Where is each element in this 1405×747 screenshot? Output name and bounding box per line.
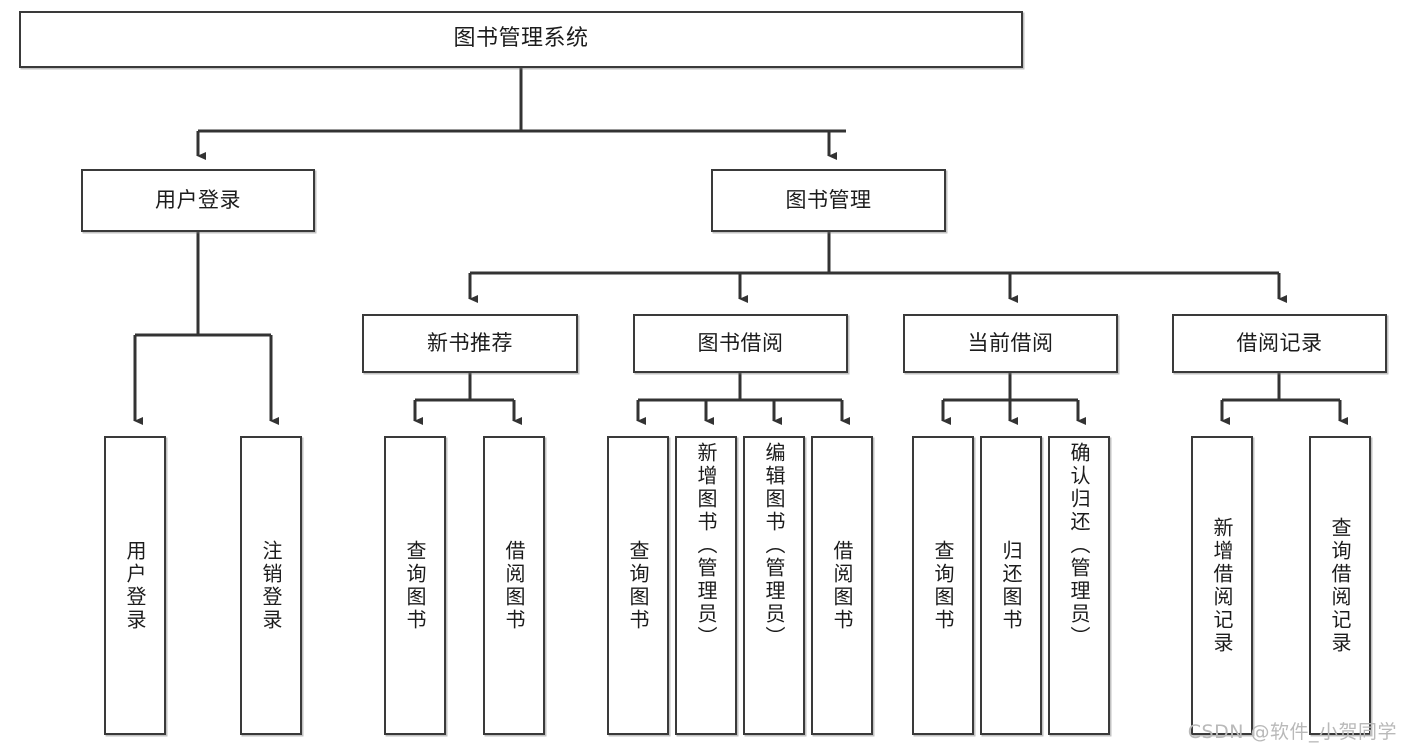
node-label: 图书管理系统	[453, 26, 589, 52]
node-label: 注销登录	[259, 539, 283, 632]
node-book-manage[interactable]: 图书管理	[711, 169, 946, 232]
node-label: 新增借阅记录	[1210, 516, 1234, 655]
node-label: 新书推荐	[427, 330, 513, 355]
leaf-return-book[interactable]: 归还图书	[980, 436, 1042, 735]
node-book-borrow[interactable]: 图书借阅	[633, 314, 848, 373]
node-new-book-recommend[interactable]: 新书推荐	[362, 314, 578, 373]
node-label: 归还图书	[999, 539, 1023, 632]
node-label: 新增图书（管理员）	[694, 442, 718, 649]
node-borrow-record[interactable]: 借阅记录	[1172, 314, 1387, 373]
node-label: 当前借阅	[967, 330, 1054, 355]
node-label: 查询图书	[403, 539, 427, 632]
node-label: 查询图书	[626, 539, 650, 632]
node-label: 编辑图书（管理员）	[762, 442, 786, 649]
leaf-query-book-borrow[interactable]: 查询图书	[607, 436, 669, 735]
node-label: 图书借阅	[697, 330, 784, 355]
node-label: 借阅记录	[1236, 330, 1323, 355]
node-label: 查询借阅记录	[1328, 516, 1352, 655]
node-root-system[interactable]: 图书管理系统	[19, 11, 1023, 68]
leaf-confirm-return[interactable]: 确认归还（管理员）	[1048, 436, 1110, 735]
node-label: 借阅图书	[830, 539, 854, 632]
leaf-add-borrow-record[interactable]: 新增借阅记录	[1191, 436, 1253, 735]
leaf-query-book-recommend[interactable]: 查询图书	[384, 436, 446, 735]
leaf-user-logout[interactable]: 注销登录	[240, 436, 302, 735]
leaf-user-login[interactable]: 用户登录	[104, 436, 166, 735]
node-label: 借阅图书	[502, 539, 526, 632]
leaf-edit-book[interactable]: 编辑图书（管理员）	[743, 436, 805, 735]
node-label: 用户登录	[123, 539, 147, 632]
node-label: 图书管理	[785, 187, 872, 212]
leaf-borrow-book-recommend[interactable]: 借阅图书	[483, 436, 545, 735]
node-label: 查询图书	[931, 539, 955, 632]
leaf-query-book-current[interactable]: 查询图书	[912, 436, 974, 735]
leaf-query-borrow-record[interactable]: 查询借阅记录	[1309, 436, 1371, 735]
leaf-add-book[interactable]: 新增图书（管理员）	[675, 436, 737, 735]
node-user-login[interactable]: 用户登录	[81, 169, 315, 232]
leaf-borrow-book[interactable]: 借阅图书	[811, 436, 873, 735]
node-label: 确认归还（管理员）	[1067, 442, 1091, 649]
node-label: 用户登录	[155, 187, 241, 212]
node-current-borrow[interactable]: 当前借阅	[903, 314, 1118, 373]
watermark-text: CSDN @软件_小贺同学	[1187, 721, 1397, 743]
